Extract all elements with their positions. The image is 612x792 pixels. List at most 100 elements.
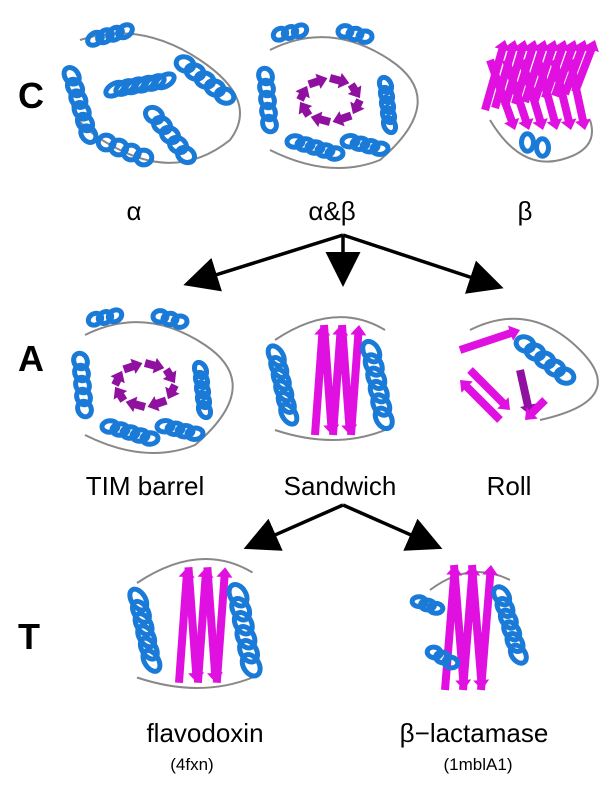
helix (85, 22, 135, 48)
helix (95, 132, 155, 168)
strand (203, 566, 224, 683)
alpha-beta-structure (256, 22, 419, 169)
strand (110, 370, 125, 387)
strand (550, 59, 577, 130)
helix (518, 131, 552, 159)
strand (193, 567, 214, 684)
helix (256, 65, 279, 135)
flavodoxin-code: (4fxn) (170, 755, 214, 774)
strand (338, 324, 358, 435)
helix (376, 74, 399, 136)
strand (122, 358, 143, 374)
helix (284, 133, 346, 162)
coil (489, 119, 593, 163)
strand (307, 73, 328, 89)
class-beta-label: β (517, 196, 533, 226)
beta-lactamase-code: (1mblA1) (443, 755, 513, 774)
sandwich-structure (265, 316, 395, 441)
strand (165, 383, 180, 400)
beta-lactamase-structure (409, 564, 529, 691)
strand (347, 82, 362, 99)
strand (531, 40, 560, 102)
helix (142, 104, 198, 166)
helix (127, 586, 163, 674)
helix (85, 307, 125, 328)
arrow-to-roll (342, 233, 504, 294)
helix (360, 338, 395, 432)
coil (469, 317, 599, 421)
strand (486, 58, 520, 130)
helix (265, 343, 300, 427)
tim-barrel-structure (71, 307, 234, 454)
strand (459, 565, 481, 691)
strand (162, 367, 177, 384)
helix (409, 594, 446, 616)
strand (502, 58, 534, 130)
strand (347, 325, 367, 436)
sandwich-label: Sandwich (283, 471, 397, 501)
strand (468, 564, 490, 690)
helix (103, 71, 177, 99)
strand (125, 396, 147, 413)
level-topology: T (18, 616, 40, 657)
beta-structure (481, 40, 599, 163)
class-alpha-beta-label: α&β (308, 196, 356, 226)
coil (136, 558, 254, 689)
helix (150, 308, 190, 330)
strand (310, 111, 332, 128)
arrow-to-beta-lactamase (342, 503, 443, 551)
helix (491, 584, 529, 666)
strand (184, 566, 205, 683)
strand (320, 324, 340, 435)
helix (191, 359, 214, 421)
strand (311, 325, 331, 436)
helix (226, 582, 263, 679)
strand (143, 357, 165, 374)
helix (99, 418, 161, 447)
helix (270, 22, 310, 43)
strand (458, 325, 520, 354)
helix (513, 334, 577, 386)
class-alpha-label: α (126, 196, 142, 226)
strand (332, 111, 353, 127)
strand (460, 380, 503, 423)
strand (113, 386, 128, 403)
strand (477, 565, 499, 691)
coil (84, 321, 234, 454)
helix (61, 65, 99, 145)
strand (566, 59, 591, 131)
flavodoxin-structure (127, 558, 263, 689)
flavodoxin-label: flavodoxin (146, 718, 264, 748)
helix (71, 350, 94, 420)
strand (328, 72, 350, 89)
roll-structure (458, 317, 599, 423)
roll-label: Roll (486, 471, 532, 501)
arrow-to-flavodoxin (243, 503, 344, 551)
strand (516, 369, 536, 415)
strand (329, 325, 349, 436)
strand (212, 567, 233, 684)
strand (147, 396, 168, 412)
coil (274, 316, 386, 441)
strand (450, 564, 472, 690)
strand (501, 40, 530, 108)
beta-lactamase-label: β−lactamase (399, 718, 549, 748)
helix (339, 133, 391, 157)
level-architecture: A (18, 338, 44, 379)
strand (525, 397, 548, 420)
strand (298, 101, 313, 118)
alpha-structure (61, 22, 241, 168)
helix (173, 54, 237, 106)
helix (154, 418, 206, 442)
arrow-to-tim-barrel (183, 233, 344, 292)
tim-barrel-label: TIM barrel (85, 471, 205, 501)
helix (335, 23, 375, 45)
strand (350, 98, 365, 115)
strand (467, 367, 510, 410)
coil (269, 36, 419, 169)
strand (175, 567, 195, 684)
strand (534, 58, 563, 131)
helix (424, 644, 461, 671)
